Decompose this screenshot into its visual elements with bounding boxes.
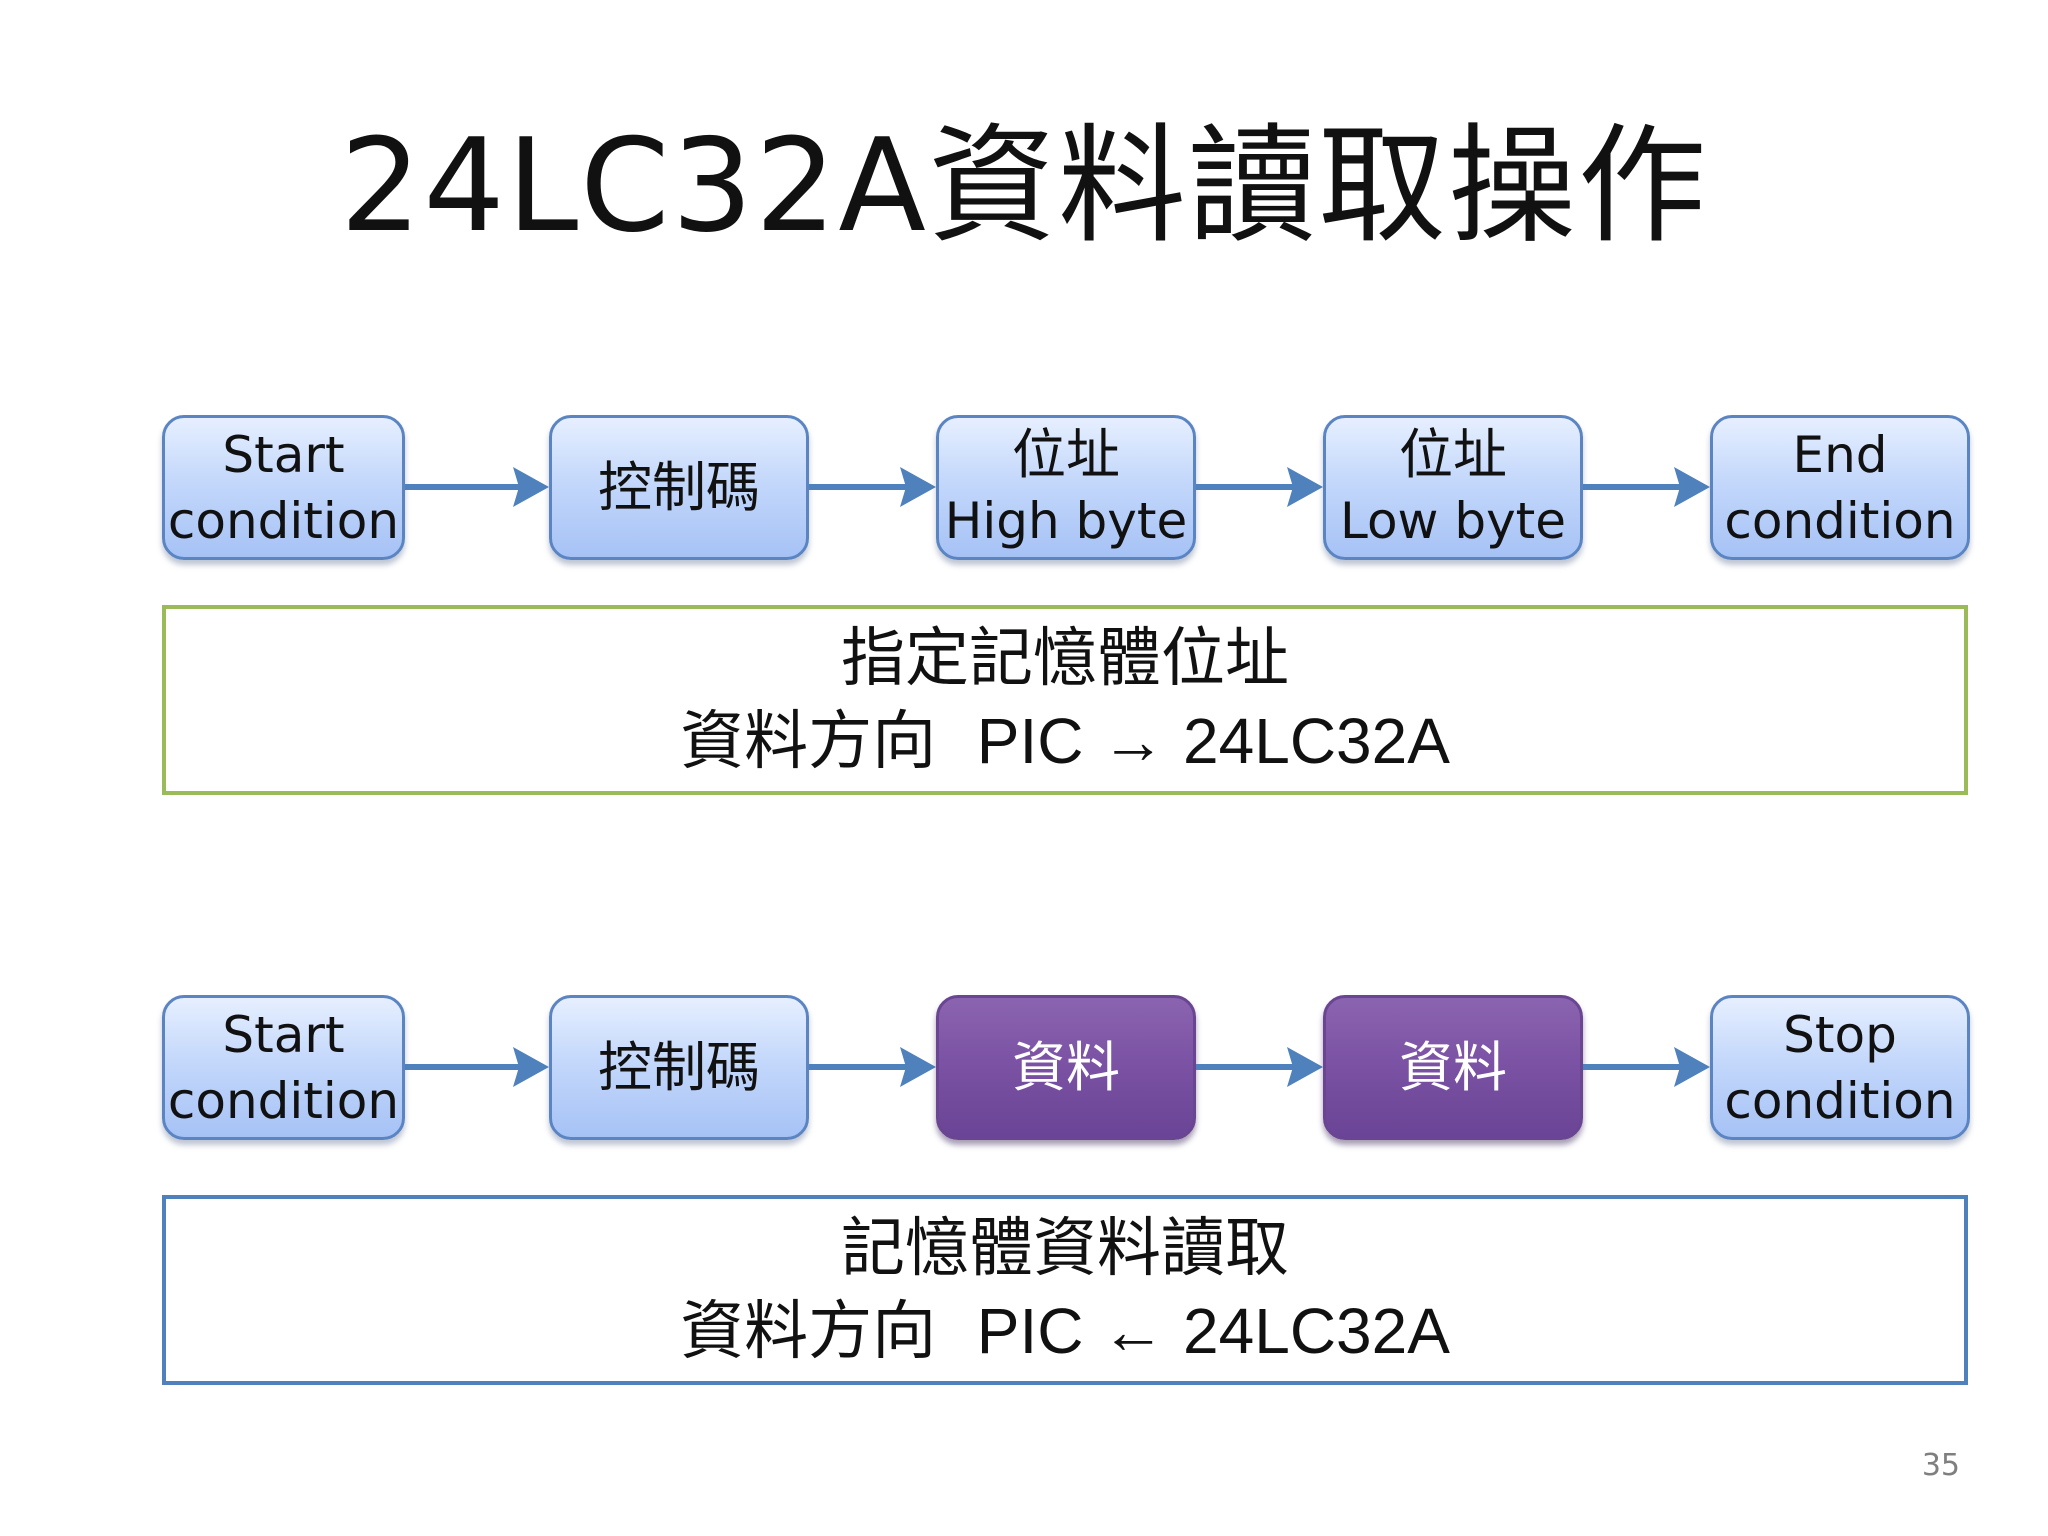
start-condition-box: Start condition (162, 415, 405, 560)
box-label: 資料 (1399, 1035, 1507, 1099)
box-label: condition (167, 1071, 400, 1130)
box-label: End (1792, 425, 1888, 484)
flow-arrow (1196, 1047, 1323, 1087)
flow-arrow (405, 467, 549, 507)
description-title: 指定記憶體位址 (841, 621, 1289, 696)
write-phase-description: 指定記憶體位址 資料方向 PIC → 24LC32A (162, 605, 1968, 795)
box-label: High byte (944, 491, 1188, 550)
data-direction-line: 資料方向 PIC → 24LC32A (680, 700, 1450, 783)
read-phase-flow: Start condition 控制碼 資料 資料 Stop (0, 990, 2048, 1150)
box-label: Stop (1783, 1005, 1897, 1064)
data-box: 資料 (936, 995, 1196, 1140)
page-number: 35 (1921, 1448, 1960, 1483)
flow-arrow (1583, 467, 1710, 507)
direction-label: 資料方向 (680, 1294, 937, 1369)
flow-arrow (809, 1047, 936, 1087)
flow-arrow (1583, 1047, 1710, 1087)
description-title: 記憶體資料讀取 (841, 1211, 1289, 1286)
read-phase-description: 記憶體資料讀取 資料方向 PIC ← 24LC32A (162, 1195, 1968, 1385)
address-high-byte-box: 位址 High byte (936, 415, 1196, 560)
flow-arrow (809, 467, 936, 507)
start-condition-box: Start condition (162, 995, 405, 1140)
data-direction-line: 資料方向 PIC ← 24LC32A (680, 1290, 1450, 1373)
box-label: condition (1724, 1071, 1956, 1130)
stop-condition-box: Stop condition (1710, 995, 1970, 1140)
box-label: 資料 (1012, 1035, 1120, 1099)
flow-arrow (405, 1047, 549, 1087)
control-code-box: 控制碼 (549, 415, 809, 560)
box-label: condition (167, 491, 400, 550)
write-phase-flow: Start condition 控制碼 位址 High byte 位址 Low … (0, 410, 2048, 570)
box-label: 控制碼 (598, 455, 760, 519)
box-label: 位址 (1012, 422, 1120, 486)
control-code-box: 控制碼 (549, 995, 809, 1140)
end-condition-box: End condition (1710, 415, 1970, 560)
address-low-byte-box: 位址 Low byte (1323, 415, 1583, 560)
box-label: Start (222, 1005, 345, 1064)
direction-text: PIC ← 24LC32A (976, 1294, 1450, 1367)
box-label: Start (222, 425, 345, 484)
direction-label: 資料方向 (680, 704, 937, 779)
box-label: 位址 (1399, 422, 1507, 486)
box-label: Low byte (1339, 491, 1567, 550)
flow-arrow (1196, 467, 1323, 507)
box-label: 控制碼 (598, 1035, 760, 1099)
slide-title: 24LC32A資料讀取操作 (339, 112, 1708, 261)
data-box: 資料 (1323, 995, 1583, 1140)
box-label: condition (1724, 491, 1956, 550)
direction-text: PIC → 24LC32A (976, 704, 1450, 777)
